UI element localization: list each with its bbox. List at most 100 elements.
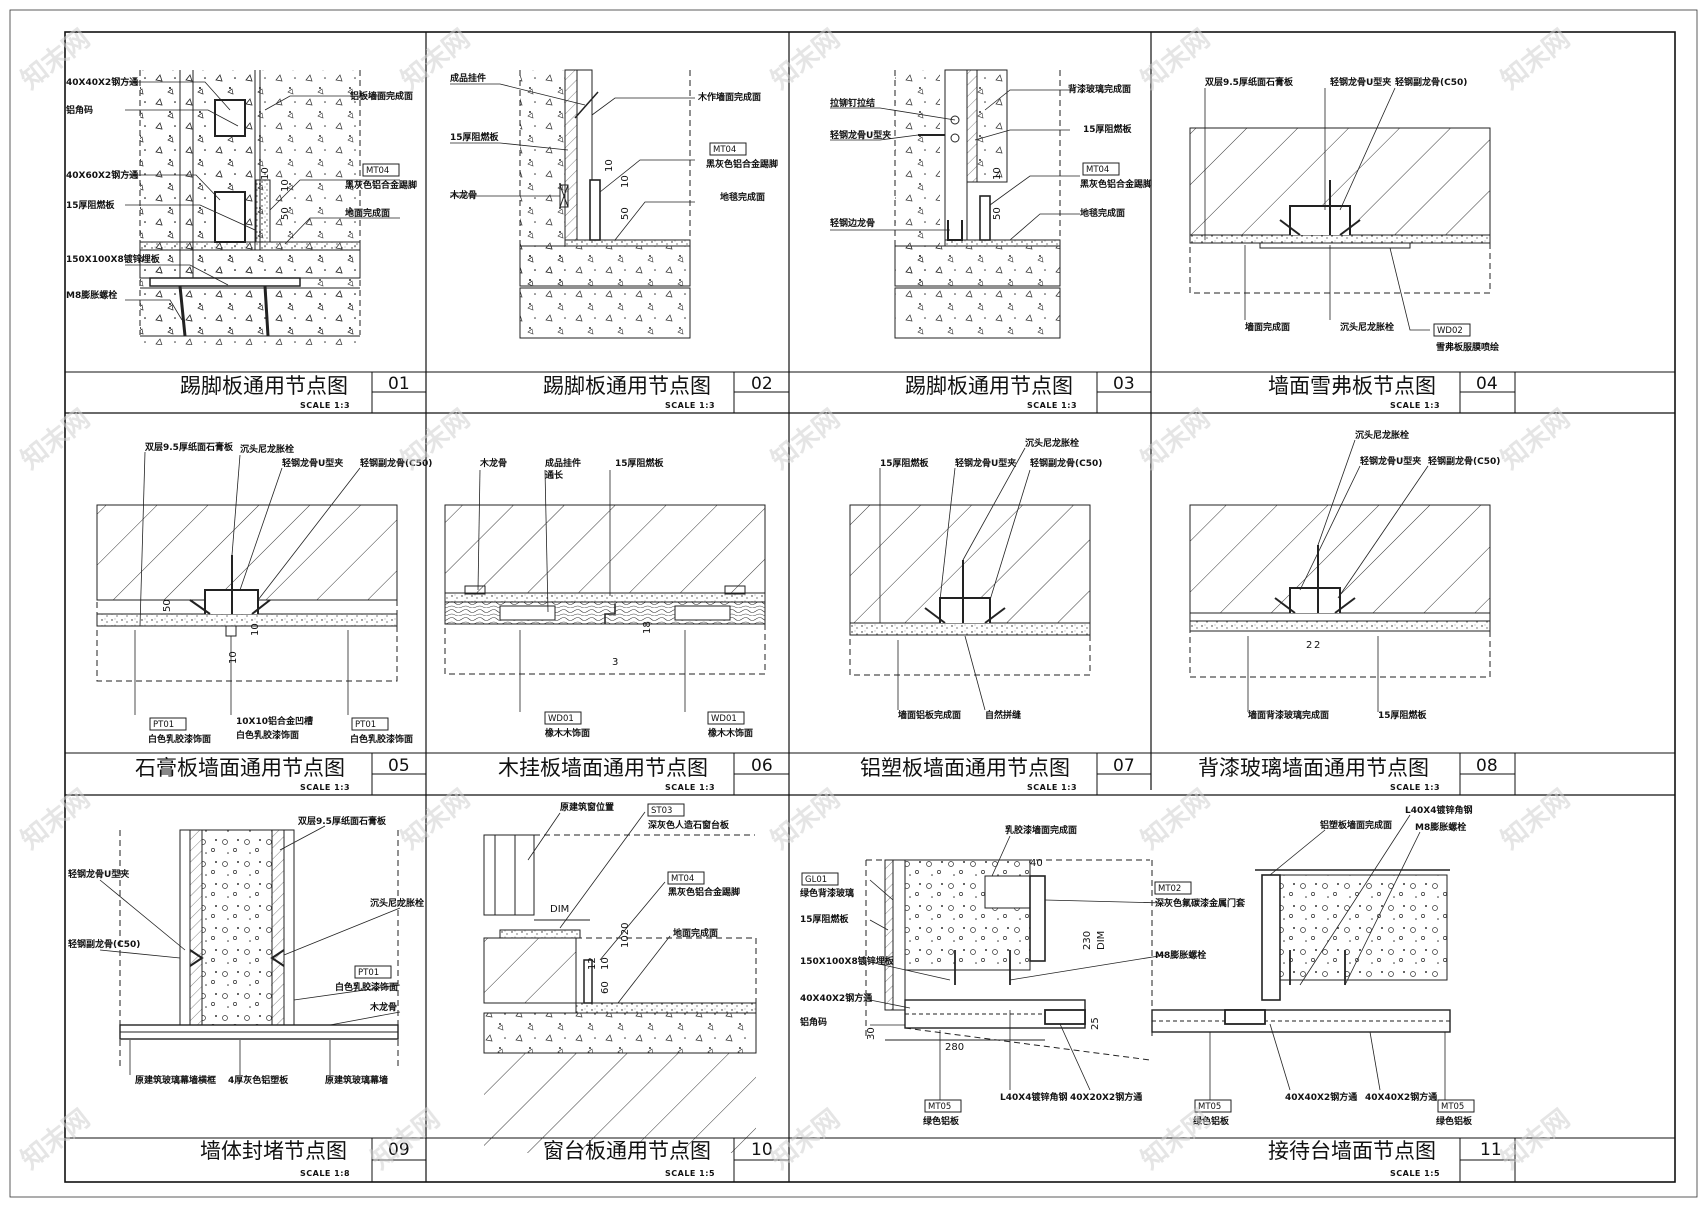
watermark-text: 知末网	[766, 404, 846, 476]
label: 木作墙面完成面	[697, 91, 761, 103]
label: L40X4镀锌角钢	[1000, 1091, 1067, 1103]
watermark-text: 知末网	[16, 784, 96, 856]
material-tag: MT04	[1086, 165, 1109, 175]
label: 原建筑玻璃幕墙	[325, 1074, 388, 1086]
label: 轻钢龙骨U型夹	[830, 129, 891, 141]
watermark-text: 知末网	[16, 404, 96, 476]
material-tag: PT01	[358, 968, 379, 978]
dimension: 50	[162, 599, 173, 612]
panel-scale: SCALE 1:8	[300, 1169, 350, 1178]
dimension: 25	[1090, 1017, 1101, 1030]
label: 双层9.5厚纸面石膏板	[298, 815, 387, 827]
panel-title: 墙面雪弗板节点图	[1268, 374, 1436, 398]
label: 轻钢龙骨U型夹	[1360, 455, 1421, 467]
dimension: 10	[250, 623, 261, 636]
panel-scale: SCALE 1:5	[665, 1169, 715, 1178]
label: 轻钢副龙骨(C50)	[360, 457, 432, 469]
material-tag: MT04	[713, 145, 736, 155]
label: 通长	[545, 469, 564, 481]
label: 沉头尼龙胀栓	[1355, 429, 1409, 441]
panel-title: 背漆玻璃墙面通用节点图	[1198, 756, 1429, 780]
panel-06: 木龙骨 成品挂件 通长 15厚阻燃板 WD01 橡木木饰面 WD01 橡木木饰面…	[444, 457, 766, 739]
dimension: 50	[280, 207, 291, 220]
panel-title: 铝塑板墙面通用节点图	[860, 756, 1070, 780]
label: 背漆玻璃完成面	[1068, 83, 1131, 95]
panel-scale: SCALE 1:3	[1027, 401, 1077, 410]
watermark-text: 知末网	[766, 24, 846, 96]
label: 15厚阻燃板	[1083, 123, 1133, 135]
dimension: 230	[1082, 931, 1093, 950]
material-tag: MT04	[366, 166, 389, 176]
watermark-text: 知末网	[16, 1104, 96, 1176]
material-tag: PT01	[355, 720, 376, 730]
label: 墙面背漆玻璃完成面	[1248, 709, 1329, 721]
label: M8膨胀螺栓	[1415, 821, 1466, 833]
dimension: 50	[620, 207, 631, 220]
material-tag: MT04	[671, 874, 694, 884]
dimension: 3	[612, 657, 618, 668]
dimension: 30	[866, 1027, 877, 1040]
label: 40X40X2钢方通	[800, 992, 872, 1004]
label: 橡木木饰面	[708, 727, 753, 739]
panel-scale: SCALE 1:3	[1390, 783, 1440, 792]
panel-number: 11	[1480, 1140, 1502, 1160]
panel-title: 踢脚板通用节点图	[905, 374, 1073, 398]
label: M8膨胀螺栓	[1155, 949, 1206, 961]
dimension: 18	[642, 621, 653, 634]
label: 150X100X8镀锌埋板	[800, 955, 895, 967]
label: 地面完成面	[345, 207, 390, 219]
label: 绿色铝板	[1193, 1115, 1230, 1127]
label: 白色乳胶漆饰面	[335, 981, 398, 993]
label: 15厚阻燃板	[450, 131, 500, 143]
label: 绿色铝板	[1436, 1115, 1473, 1127]
label: 铝塑板墙面完成面	[1320, 819, 1392, 831]
panel-scale: SCALE 1:3	[300, 783, 350, 792]
panel-number: 08	[1476, 756, 1498, 776]
material-tag: ST03	[651, 806, 672, 816]
label: 轻钢副龙骨(C50)	[1428, 455, 1500, 467]
material-tag: MT02	[1158, 884, 1181, 894]
dimension: 280	[945, 1042, 964, 1053]
panel-title: 踢脚板通用节点图	[180, 374, 348, 398]
material-tag: PT01	[153, 720, 174, 730]
panel-11: 乳胶漆墙面完成面 GL01 绿色背漆玻璃 15厚阻燃板 150X100X8镀锌埋…	[800, 804, 1475, 1127]
label: 木龙骨	[369, 1001, 397, 1013]
label: 轻钢边龙骨	[830, 217, 875, 229]
label: M8膨胀螺栓	[66, 289, 117, 301]
panel-scale: SCALE 1:3	[665, 401, 715, 410]
material-tag: MT05	[1198, 1102, 1221, 1112]
panel-scale: SCALE 1:3	[300, 401, 350, 410]
panel-title: 窗台板通用节点图	[543, 1139, 711, 1163]
panel-number: 01	[388, 374, 410, 394]
label: 乳胶漆墙面完成面	[1005, 824, 1077, 836]
panel-05: 双层9.5厚纸面石膏板 沉头尼龙胀栓 轻钢龙骨U型夹 轻钢副龙骨(C50) PT…	[96, 441, 432, 745]
label: 拉铆钉拉结	[830, 97, 875, 109]
label: 黑灰色铝合金踢脚	[1080, 178, 1152, 190]
label: 铝角码	[800, 1016, 827, 1028]
panel-scale: SCALE 1:3	[1390, 401, 1440, 410]
dimension: 1020	[620, 923, 631, 948]
material-tag: GL01	[805, 875, 827, 885]
panel-number: 04	[1476, 374, 1498, 394]
panel-04: 双层9.5厚纸面石膏板 轻钢龙骨U型夹 轻钢副龙骨(C50) 墙面完成面 沉头尼…	[1189, 76, 1499, 353]
label: 白色乳胶漆饰面	[236, 729, 299, 741]
label: 15厚阻燃板	[800, 913, 850, 925]
watermark-text: 知末网	[1136, 24, 1216, 96]
label: 墙面铝板完成面	[898, 709, 961, 721]
label: 轻钢龙骨U型夹	[955, 457, 1016, 469]
label: 木龙骨	[449, 189, 477, 201]
label: 绿色铝板	[923, 1115, 960, 1127]
dimension: 10	[228, 651, 239, 664]
label: 木龙骨	[479, 457, 507, 469]
panel-09: 双层9.5厚纸面石膏板 轻钢龙骨U型夹 沉头尼龙胀栓 轻钢副龙骨(C50) PT…	[68, 815, 424, 1086]
dimension: 10	[600, 957, 611, 970]
label: 双层9.5厚纸面石膏板	[145, 441, 234, 453]
panel-title: 木挂板墙面通用节点图	[498, 756, 708, 780]
watermark-text: 知末网	[1496, 24, 1576, 96]
material-tag: WD02	[1437, 326, 1463, 336]
panel-number: 07	[1113, 756, 1135, 776]
panel-number: 10	[751, 1140, 773, 1160]
material-tag: MT05	[928, 1102, 951, 1112]
title-blocks	[65, 371, 1675, 1182]
